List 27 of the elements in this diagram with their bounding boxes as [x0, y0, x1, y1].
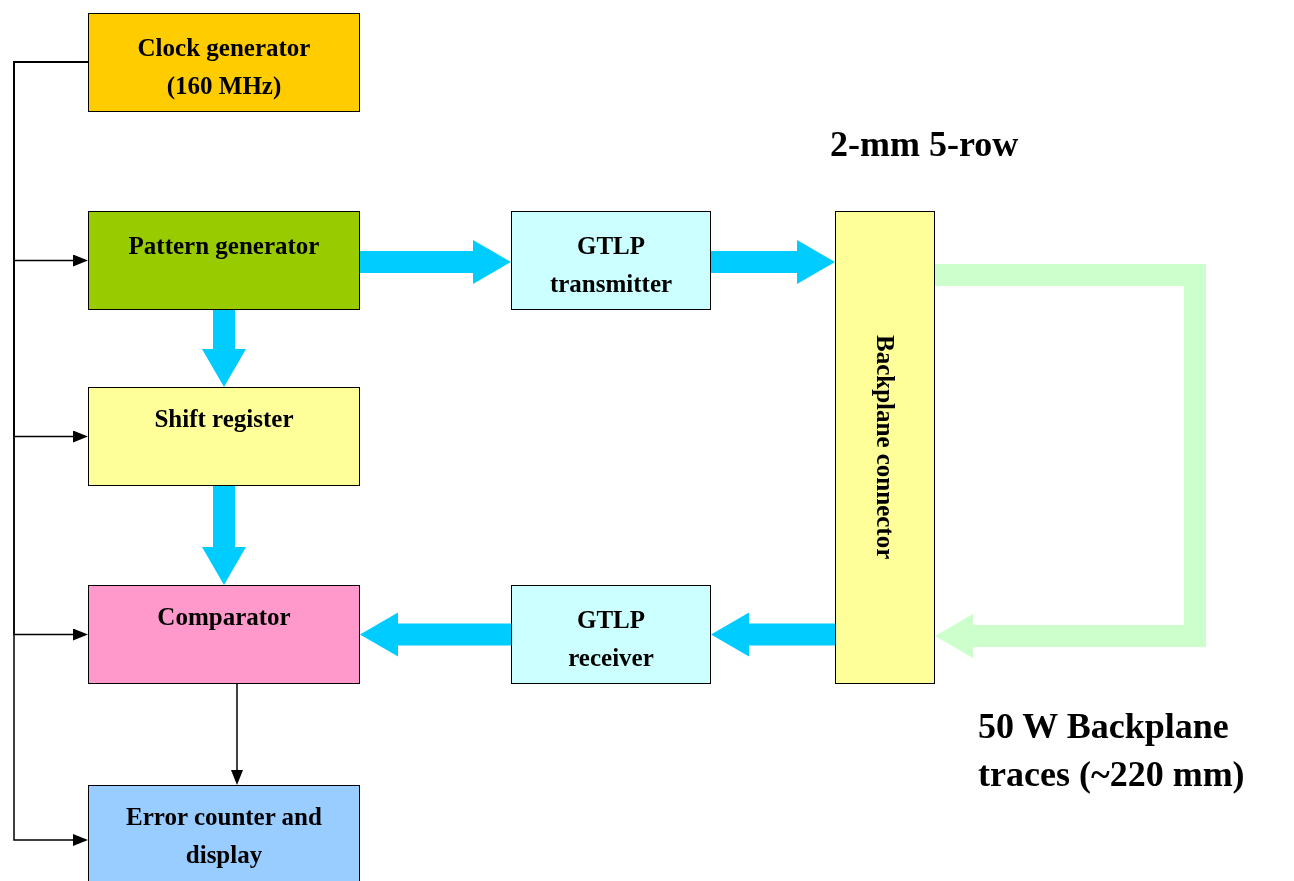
process-box: [511, 211, 711, 310]
arrow: [202, 310, 246, 387]
process-box: [88, 585, 360, 684]
arrow: [711, 240, 835, 284]
box-label: GTLP transmitter: [548, 231, 674, 299]
arrow: [360, 240, 511, 284]
note-text: 50 W Backplane traces (~220 mm): [978, 705, 1246, 796]
process-box: [88, 13, 360, 112]
box-label: Pattern generator: [127, 231, 321, 261]
arrow: [360, 612, 511, 657]
arrow: [935, 264, 1206, 658]
box-label: Backplane connector: [871, 335, 900, 560]
process-box: [88, 785, 360, 881]
process-box: [835, 211, 935, 684]
box-label: Comparator: [156, 602, 292, 632]
arrow: [202, 486, 246, 585]
arrow: [231, 683, 243, 785]
box-label: Clock generator (160 MHz): [136, 33, 312, 101]
box-label: Error counter and display: [125, 802, 323, 870]
note-text: 2-mm 5-row: [830, 123, 1020, 166]
box-label: Shift register: [153, 404, 295, 434]
box-label: GTLP receiver: [567, 605, 655, 673]
arrow: [13, 61, 89, 846]
process-box: [511, 585, 711, 684]
arrow: [711, 612, 835, 657]
process-box: [88, 211, 360, 310]
process-box: [88, 387, 360, 486]
